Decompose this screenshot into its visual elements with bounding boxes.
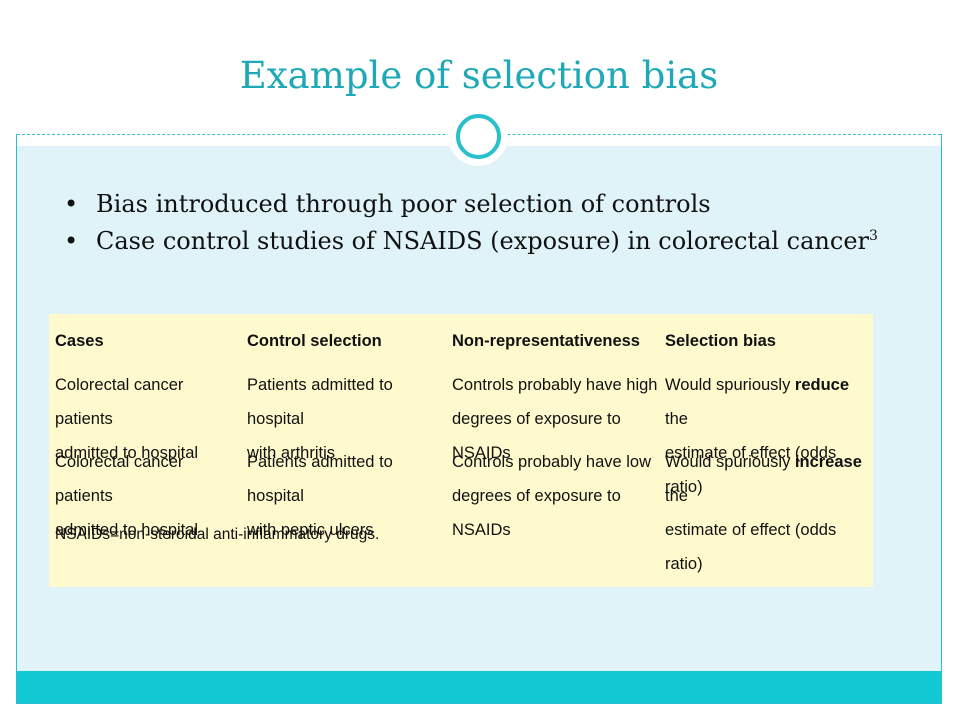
cell-line: Colorectal cancer patients <box>55 453 184 505</box>
row2-bias: Would spuriously increase the estimate o… <box>665 445 870 581</box>
bias-pre: Would spuriously <box>665 376 795 394</box>
header-selection-bias: Selection bias <box>665 332 776 350</box>
bias-pre: Would spuriously <box>665 453 795 471</box>
row1-control: Patients admitted to hospital with arthr… <box>247 368 447 470</box>
bias-emphasis: reduce <box>794 376 850 394</box>
row1-nonrep: Controls probably have high degrees of e… <box>452 368 662 470</box>
bullet-text: Case control studies of NSAIDS (exposure… <box>96 227 870 255</box>
slide-title: Example of selection bias <box>239 54 719 97</box>
cell-line: with arthritis <box>247 444 336 462</box>
cell-line: Would spuriously increase the <box>665 445 870 513</box>
bullet-list: • Bias introduced through poor selection… <box>62 186 882 260</box>
cell-line: estimate of effect (odds ratio) <box>665 521 837 573</box>
row1-bias: Would spuriously reduce the estimate of … <box>665 368 870 504</box>
row2-cases: Colorectal cancer patients admitted to h… <box>55 445 245 547</box>
footer-bar <box>17 671 941 703</box>
table-footnote: NSAIDs=non-steroidal anti-inflammatory d… <box>55 526 380 543</box>
cell-line: estimate of effect (odds ratio) <box>665 444 837 496</box>
cell-line: Controls probably have low <box>452 453 652 471</box>
bias-emphasis: increase <box>794 453 862 471</box>
bullet-item: • Bias introduced through poor selection… <box>62 186 882 223</box>
cell-line: admitted to hospital <box>55 521 199 539</box>
header-control-selection: Control selection <box>247 332 382 350</box>
bias-post: the <box>665 487 688 505</box>
row2-nonrep: Controls probably have low degrees of ex… <box>452 445 662 547</box>
bullet-item: • Case control studies of NSAIDS (exposu… <box>62 223 882 260</box>
bias-post: the <box>665 410 688 428</box>
header-cases: Cases <box>55 332 104 350</box>
bullet-icon: • <box>64 190 79 218</box>
cell-line: degrees of exposure to NSAIDs <box>452 487 621 539</box>
circle-ornament-ring <box>456 114 501 159</box>
cell-line: degrees of exposure to NSAIDs <box>452 410 621 462</box>
row2-control: Patients admitted to hospital with pepti… <box>247 445 447 547</box>
cell-line: Would spuriously reduce the <box>665 368 870 436</box>
row1-cases: Colorectal cancer patients admitted to h… <box>55 368 245 470</box>
bullet-text: Bias introduced through poor selection o… <box>96 190 711 218</box>
selection-bias-table: Cases Control selection Non-representati… <box>49 314 873 587</box>
cell-line: Patients admitted to hospital <box>247 453 393 505</box>
cell-line: admitted to hospital <box>55 444 199 462</box>
cell-line: with peptic ulcers <box>247 521 374 539</box>
header-non-representativeness: Non-representativeness <box>452 332 640 350</box>
cell-line: Colorectal cancer patients <box>55 376 184 428</box>
cell-line: Controls probably have high <box>452 376 658 394</box>
citation-superscript: 3 <box>869 228 878 244</box>
cell-line: Patients admitted to hospital <box>247 376 393 428</box>
bullet-icon: • <box>64 227 79 255</box>
